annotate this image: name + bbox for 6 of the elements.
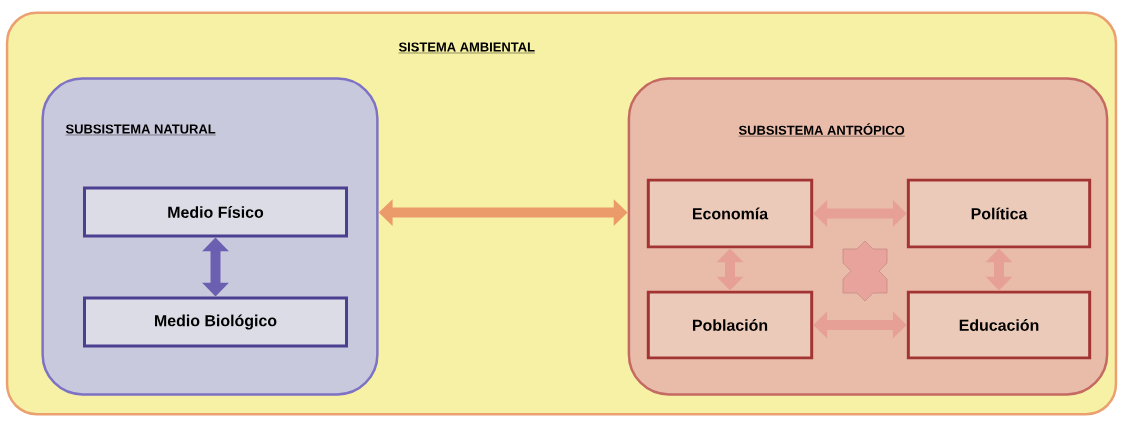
concept-box: Medio Biológico xyxy=(83,296,348,348)
concept-box: Población xyxy=(646,290,814,360)
concept-box: Educación xyxy=(906,290,1092,360)
concept-box: Medio Físico xyxy=(83,186,348,238)
concept-box: Política xyxy=(906,178,1092,249)
concept-box: Economía xyxy=(646,178,814,249)
